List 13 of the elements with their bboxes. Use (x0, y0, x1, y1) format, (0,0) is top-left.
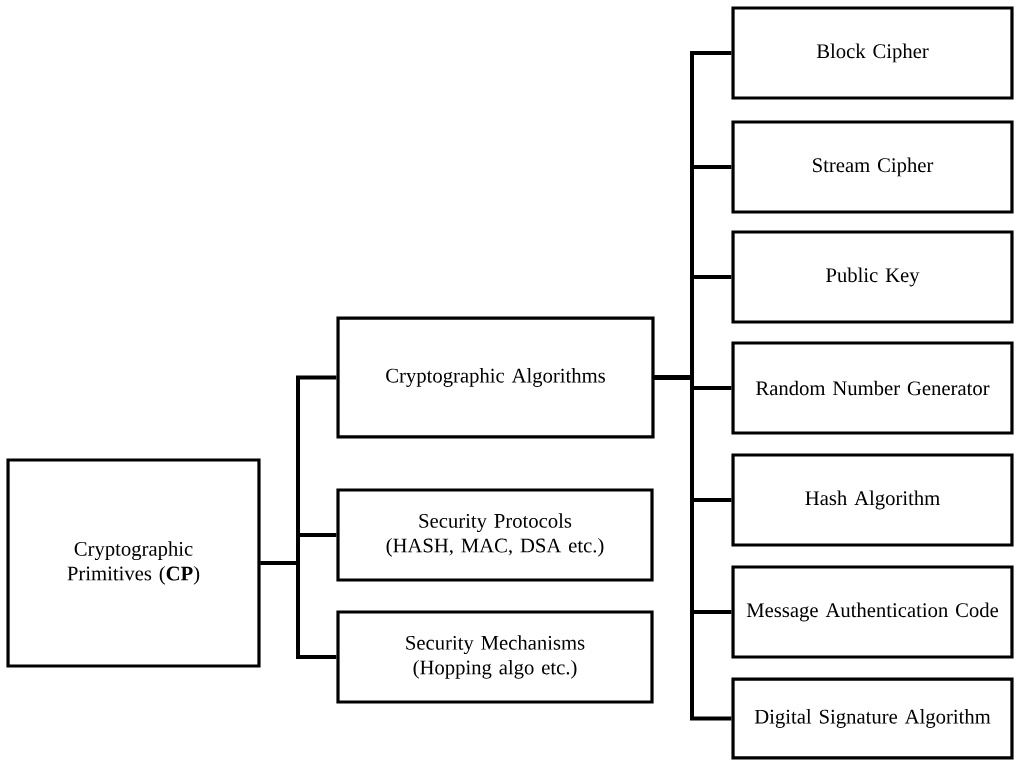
category-box: Block Cipher (731, 6, 1014, 100)
category-box: Public Key (731, 230, 1014, 324)
category-box: Cryptographic Algorithms (336, 316, 655, 439)
category-box: Hash Algorithm (731, 453, 1014, 547)
category-box: Stream Cipher (731, 120, 1014, 214)
category-box: Message Authentication Code (731, 565, 1014, 659)
category-box: Security Protocols (HASH, MAC, DSA etc.) (336, 488, 654, 582)
category-box: Security Mechanisms (Hopping algo etc.) (336, 610, 654, 704)
category-box: Digital Signature Algorithm (731, 677, 1014, 760)
connector-line (260, 561, 337, 659)
category-box: Random Number Generator (731, 341, 1014, 435)
root-box: Cryptographic Primitives (CP) (6, 458, 261, 668)
connector-line (654, 375, 732, 721)
